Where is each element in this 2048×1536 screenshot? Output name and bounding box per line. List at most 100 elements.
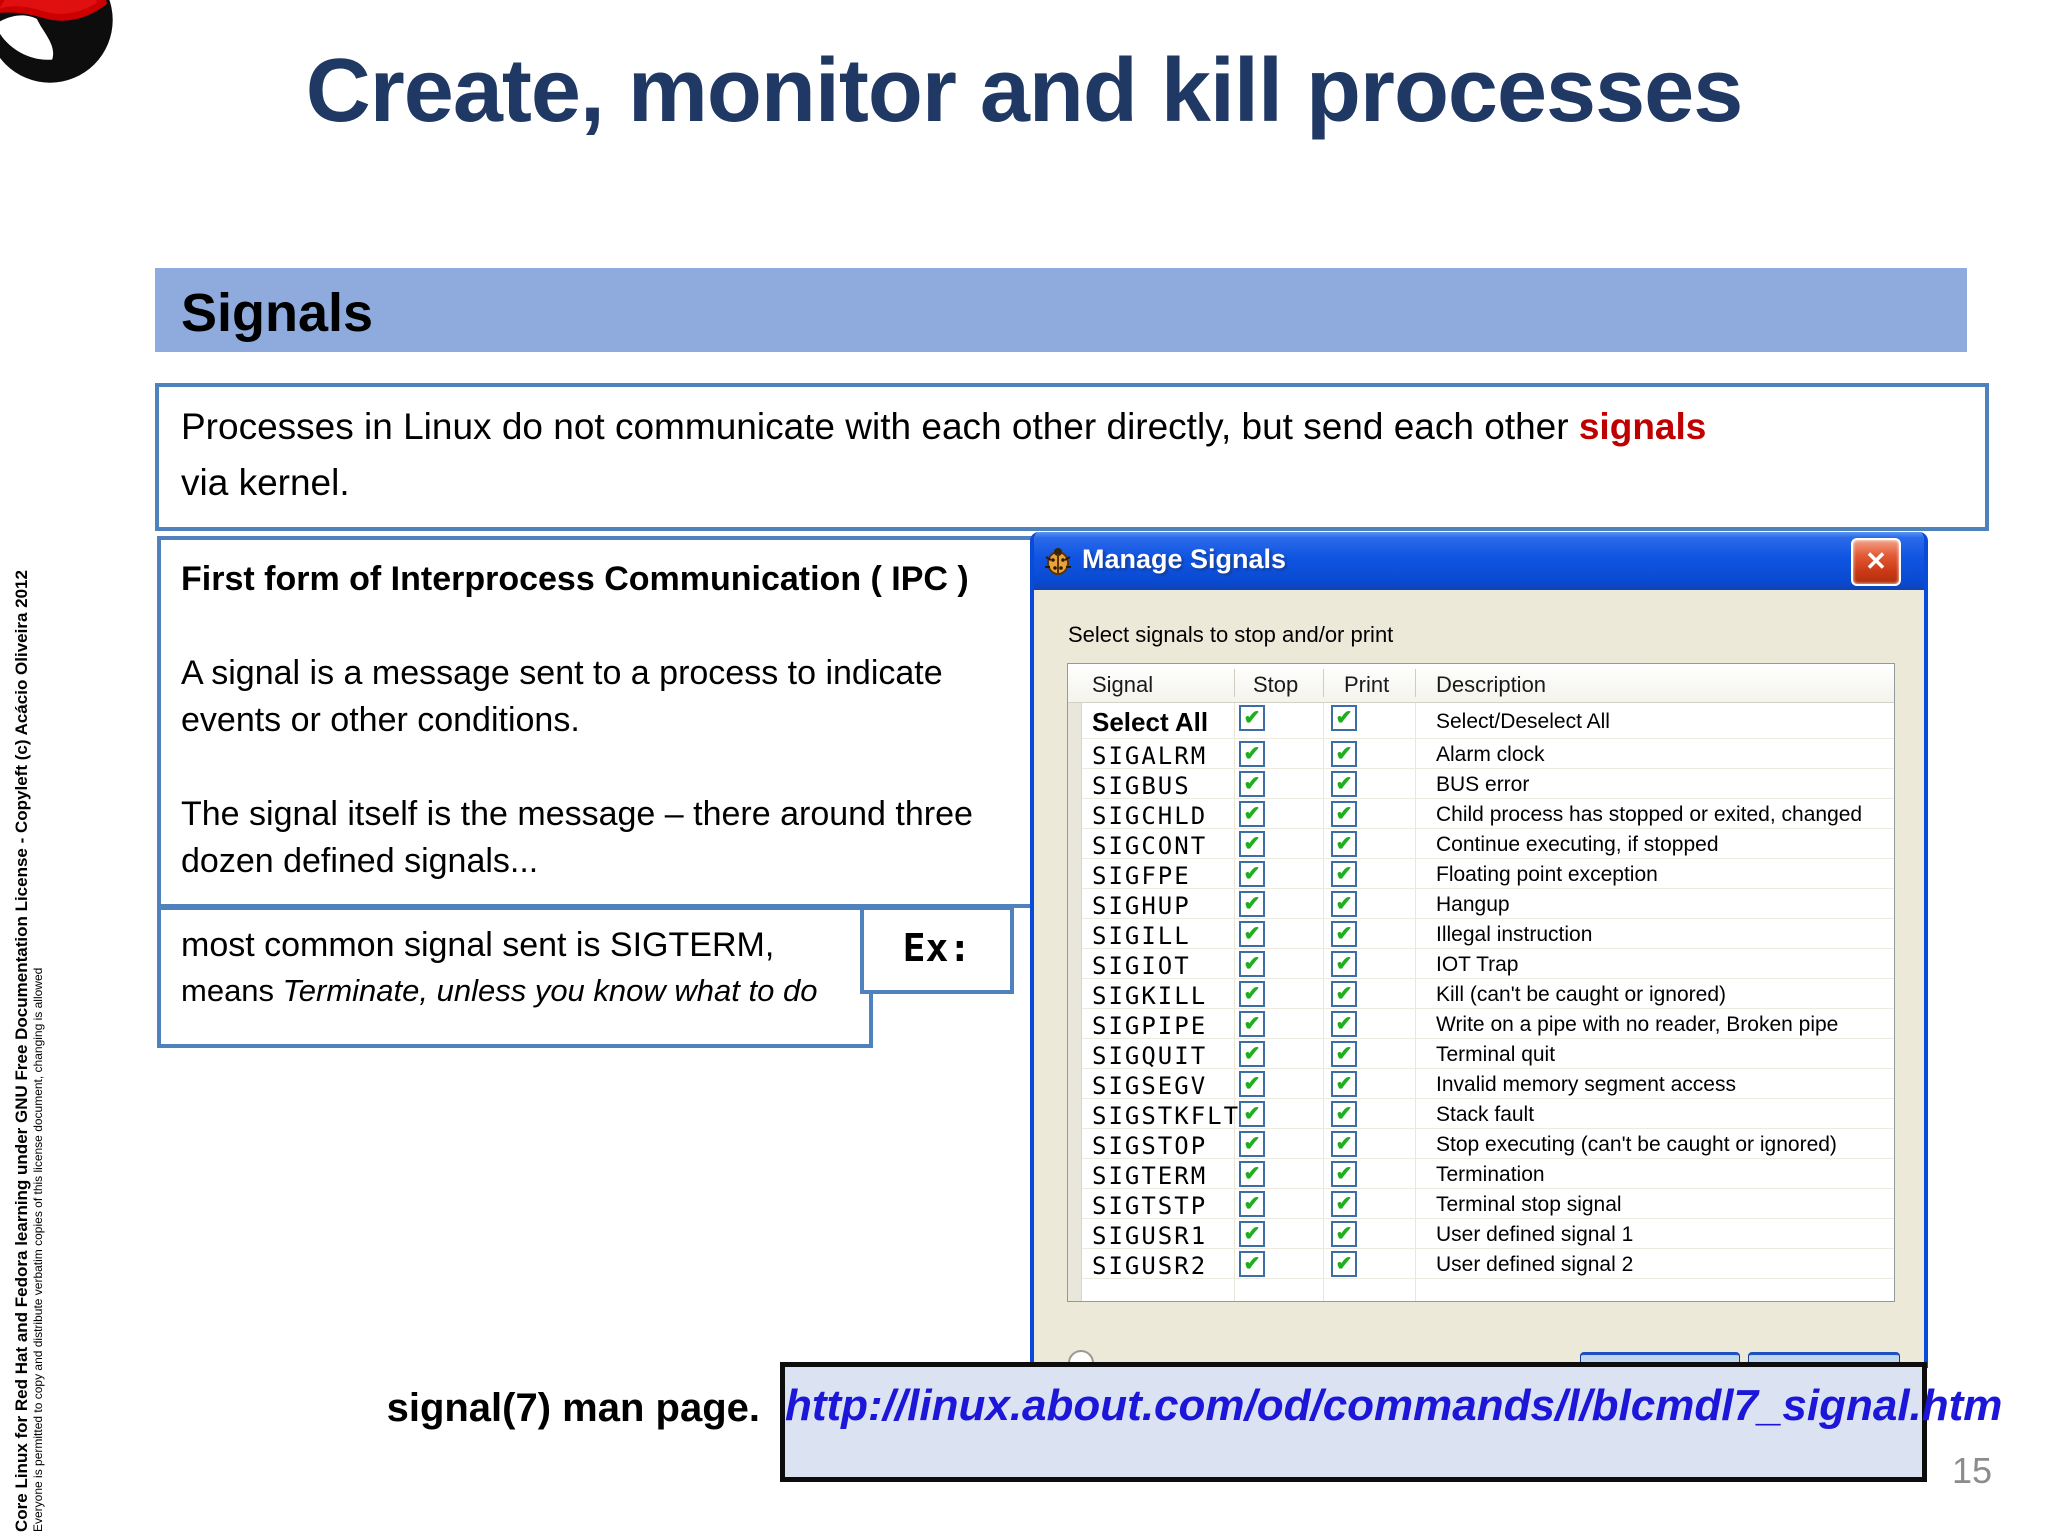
stop-checkbox[interactable]: ✔ (1239, 1251, 1265, 1277)
print-checkbox[interactable]: ✔ (1331, 1251, 1357, 1277)
table-row: SIGTSTP ✔ ✔ Terminal stop signal (1068, 1189, 1894, 1220)
signal-name: SIGFPE (1092, 862, 1191, 890)
signal-name: SIGTSTP (1092, 1192, 1208, 1220)
signal-man-page-link[interactable]: http://linux.about.com/od/commands/l/blc… (785, 1381, 2003, 1430)
signal-table: Signal Stop Print Description Select All… (1067, 663, 1895, 1302)
table-row: SIGTERM✔✔Termination (1068, 1159, 1894, 1190)
table-gutter (1068, 703, 1082, 1301)
sigterm-box: most common signal sent is SIGTERM, mean… (157, 906, 873, 1048)
print-checkbox[interactable]: ✔ (1331, 705, 1357, 731)
signal-name: SIGILL (1092, 922, 1191, 950)
stop-checkbox[interactable]: ✔ (1239, 771, 1265, 797)
print-checkbox[interactable]: ✔ (1331, 891, 1357, 917)
column-header-stop[interactable]: Stop (1253, 672, 1299, 697)
signal-name: SIGSEGV (1092, 1072, 1208, 1100)
print-checkbox[interactable]: ✔ (1331, 861, 1357, 887)
dialog-title: Manage Signals (1082, 544, 1287, 574)
print-checkbox[interactable]: ✔ (1331, 981, 1357, 1007)
stop-checkbox[interactable]: ✔ (1239, 1041, 1265, 1067)
sigterm-line1: most common signal sent is SIGTERM, (181, 926, 775, 964)
stop-checkbox[interactable]: ✔ (1239, 1071, 1265, 1097)
signal-name: SIGCONT (1092, 832, 1208, 860)
signal-name: Select All (1092, 707, 1209, 737)
print-checkbox[interactable]: ✔ (1331, 741, 1357, 767)
stop-checkbox[interactable]: ✔ (1239, 1011, 1265, 1037)
stop-checkbox[interactable]: ✔ (1239, 1161, 1265, 1187)
ex-box: Ex: (860, 906, 1014, 994)
radio-button-partial[interactable] (1068, 1350, 1094, 1364)
stop-checkbox[interactable]: ✔ (1239, 705, 1265, 731)
print-checkbox[interactable]: ✔ (1331, 831, 1357, 857)
print-checkbox[interactable]: ✔ (1331, 801, 1357, 827)
table-row: SIGUSR1✔✔User defined signal 1 (1068, 1219, 1894, 1250)
table-row: SIGCONT✔✔Continue executing, if stopped (1068, 829, 1894, 860)
signal-description: Select/Deselect All (1436, 710, 1610, 733)
print-checkbox[interactable]: ✔ (1331, 921, 1357, 947)
signal-name: SIGBUS (1092, 772, 1191, 800)
stop-checkbox[interactable]: ✔ (1239, 1191, 1265, 1217)
table-row: SIGPIPE ✔ ✔ Write on a pipe with no reader,… (1068, 1009, 1894, 1040)
license-footer: Core Linux for Red Hat and Fedora learni… (12, 472, 45, 1532)
signal-description: BUS error (1436, 773, 1530, 796)
table-row: SIGKILL ✔ ✔ Kill (can't be caught or ignore… (1068, 979, 1894, 1010)
redhat-logo (0, 0, 113, 83)
column-header-print[interactable]: Print (1344, 672, 1390, 697)
dialog-button-2-partial[interactable] (1748, 1352, 1900, 1364)
license-footer-small: Everyone is permitted to copy and distri… (30, 967, 45, 1532)
stop-checkbox[interactable]: ✔ (1239, 831, 1265, 857)
signal-name: SIGKILL (1092, 982, 1208, 1010)
sigterm-line2-italic: Terminate, unless you know what to do (282, 973, 818, 1008)
print-checkbox[interactable]: ✔ (1331, 1161, 1357, 1187)
signal-description: Kill (can't be caught or ignored) (1436, 983, 1727, 1006)
close-icon[interactable]: ✕ (1851, 538, 1901, 586)
stop-checkbox[interactable]: ✔ (1239, 921, 1265, 947)
print-checkbox[interactable]: ✔ (1331, 1011, 1357, 1037)
print-checkbox[interactable]: ✔ (1331, 951, 1357, 977)
page-number: 15 (1952, 1450, 1993, 1491)
table-row: SIGQUIT✔✔Terminal quit (1068, 1039, 1894, 1070)
column-header-description[interactable]: Description (1436, 672, 1547, 697)
stop-checkbox[interactable]: ✔ (1239, 981, 1265, 1007)
table-row: SIGILL ✔ ✔ Illegal instruction (1068, 919, 1894, 950)
dialog-instruction: Select signals to stop and/or print (1068, 622, 1394, 647)
stop-checkbox[interactable]: ✔ (1239, 741, 1265, 767)
signal-description: Invalid memory segment access (1436, 1073, 1736, 1096)
print-checkbox[interactable]: ✔ (1331, 1191, 1357, 1217)
print-checkbox[interactable]: ✔ (1331, 1101, 1357, 1127)
table-row: SIGIOT✔✔IOT Trap (1068, 949, 1894, 980)
stop-checkbox[interactable]: ✔ (1239, 1101, 1265, 1127)
table-row-empty (1068, 1279, 1894, 1301)
signal-name: SIGPIPE (1092, 1012, 1208, 1040)
stop-checkbox[interactable]: ✔ (1239, 891, 1265, 917)
ipc-heading: First form of Interprocess Communication… (181, 560, 969, 598)
signal-description: IOT Trap (1436, 953, 1519, 976)
table-row: SIGUSR2✔✔User defined signal 2 (1068, 1249, 1894, 1280)
stop-checkbox[interactable]: ✔ (1239, 1221, 1265, 1247)
signal-name: SIGHUP (1092, 892, 1191, 920)
print-checkbox[interactable]: ✔ (1331, 1131, 1357, 1157)
signal-name: SIGSTOP (1092, 1132, 1208, 1160)
signal-description: Illegal instruction (1436, 923, 1593, 946)
stop-checkbox[interactable]: ✔ (1239, 861, 1265, 887)
signal-name: SIGALRM (1092, 742, 1208, 770)
dialog-titlebar[interactable]: Manage Signals ✕ (1034, 532, 1924, 590)
stop-checkbox[interactable]: ✔ (1239, 951, 1265, 977)
column-header-signal[interactable]: Signal (1092, 672, 1154, 697)
signal-description: Terminal stop signal (1436, 1193, 1622, 1216)
table-row: SIGFPE✔✔Floating point exception (1068, 859, 1894, 890)
ipc-paragraph-2: The signal itself is the message – there… (181, 795, 973, 880)
signal-name: SIGCHLD (1092, 802, 1208, 830)
dialog-button-1-partial[interactable] (1580, 1352, 1740, 1364)
stop-checkbox[interactable]: ✔ (1239, 801, 1265, 827)
table-row: SIGSTKFLT✔✔Stack fault (1068, 1099, 1894, 1130)
print-checkbox[interactable]: ✔ (1331, 1041, 1357, 1067)
sigterm-line2-prefix: means (181, 973, 283, 1008)
signal-description: Child process has stopped or exited, cha… (1436, 803, 1863, 826)
stop-checkbox[interactable]: ✔ (1239, 1131, 1265, 1157)
print-checkbox[interactable]: ✔ (1331, 1071, 1357, 1097)
signal-description: Write on a pipe with no reader, Broken p… (1436, 1013, 1839, 1036)
print-checkbox[interactable]: ✔ (1331, 771, 1357, 797)
man-page-label: signal(7) man page. (386, 1386, 760, 1430)
print-checkbox[interactable]: ✔ (1331, 1221, 1357, 1247)
